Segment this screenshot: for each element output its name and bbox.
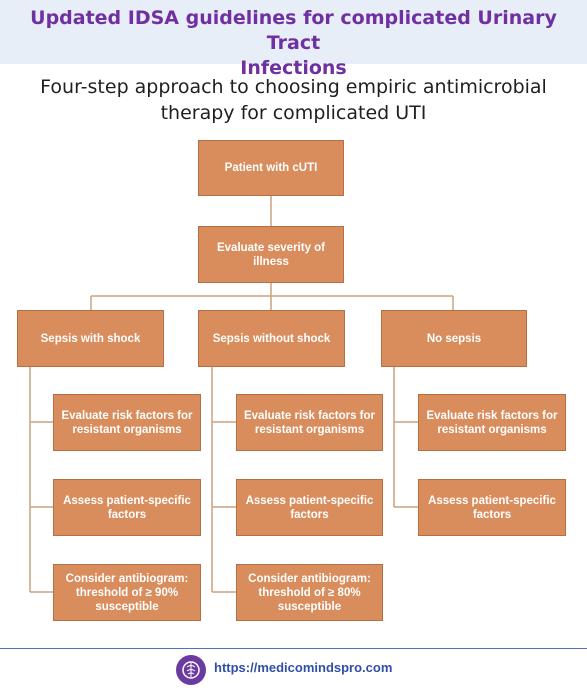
footer-divider: [0, 648, 587, 649]
header-title-line1: Updated IDSA guidelines for complicated …: [30, 7, 557, 54]
node-step-patient-factors: Assess patient-specific factors: [418, 479, 566, 536]
subtitle-line1: Four-step approach to choosing empiric a…: [40, 76, 547, 98]
node-step-risk-factors: Evaluate risk factors for resistant orga…: [53, 394, 201, 451]
node-branch-no-sepsis: No sepsis: [381, 310, 527, 367]
subtitle-line2: therapy for complicated UTI: [160, 102, 427, 124]
footer-url-link[interactable]: https://medicomindspro.com: [214, 660, 393, 675]
node-step-risk-factors: Evaluate risk factors for resistant orga…: [236, 394, 383, 451]
header-banner: Updated IDSA guidelines for complicated …: [0, 0, 587, 79]
node-step-patient-factors: Assess patient-specific factors: [53, 479, 201, 536]
node-root: Patient with cUTI: [198, 140, 344, 196]
node-severity: Evaluate severity of illness: [198, 226, 344, 283]
header-title-line2: Infections: [240, 57, 347, 79]
node-step-antibiogram: Consider antibiogram: threshold of ≥ 90%…: [53, 564, 201, 621]
node-branch-sepsis-with-shock: Sepsis with shock: [17, 310, 164, 367]
node-step-antibiogram: Consider antibiogram: threshold of ≥ 80%…: [236, 564, 383, 621]
node-step-risk-factors: Evaluate risk factors for resistant orga…: [418, 394, 566, 451]
node-step-patient-factors: Assess patient-specific factors: [236, 479, 383, 536]
brain-logo-icon: [176, 655, 206, 685]
diagram-subtitle: Four-step approach to choosing empiric a…: [0, 74, 587, 126]
node-branch-sepsis-without-shock: Sepsis without shock: [198, 310, 345, 367]
